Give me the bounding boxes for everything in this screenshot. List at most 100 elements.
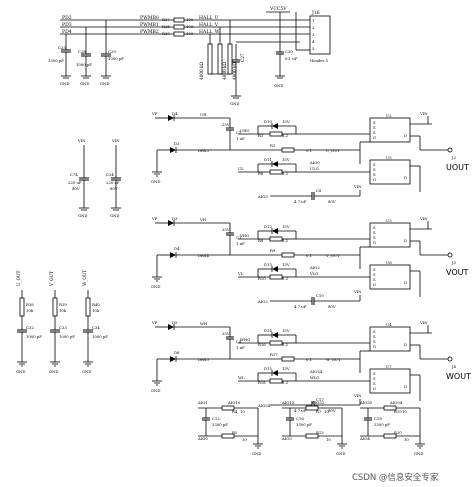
svg-text:8.2: 8.2 (282, 238, 289, 243)
bulk-cap-c24: C24 (106, 172, 114, 177)
svg-text:AIO13: AIO13 (281, 400, 295, 405)
svg-text:C33: C33 (59, 325, 67, 330)
svg-text:VL: VL (237, 271, 244, 276)
svg-text:J4: J4 (451, 364, 457, 369)
svg-text:10k: 10k (92, 308, 100, 313)
svg-text:80V: 80V (328, 408, 336, 413)
svg-text:R3: R3 (258, 133, 264, 138)
svg-text:VH: VH (199, 217, 207, 222)
svg-text:W_OUT: W_OUT (82, 270, 87, 286)
bulk-cap-c74: C74 (70, 172, 78, 177)
svg-text:UL: UL (238, 166, 244, 171)
svg-text:S: S (373, 125, 376, 130)
svg-text:R40: R40 (92, 302, 100, 307)
svg-text:R1: R1 (270, 143, 275, 148)
svg-text:WH: WH (200, 321, 208, 326)
gnd-symbol: GND (336, 443, 347, 456)
svg-text:WHG: WHG (240, 337, 250, 342)
svg-text:1000 pF: 1000 pF (26, 334, 42, 339)
svg-text:GND: GND (274, 83, 283, 88)
res-name-r27: R27 (162, 17, 170, 22)
resistor-mid (281, 356, 295, 362)
svg-text:GND: GND (336, 451, 345, 456)
svg-text:10: 10 (324, 409, 329, 414)
svg-text:S: S (373, 225, 376, 230)
svg-text:DRS3: DRS3 (198, 148, 210, 153)
svg-text:V_OUT: V_OUT (325, 253, 340, 258)
output-label: UOUT (446, 163, 469, 172)
zener-diode-top (271, 332, 278, 338)
svg-text:S: S (373, 277, 376, 282)
cap-name-c29: C29 (108, 49, 116, 54)
svg-text:GND: GND (151, 179, 160, 184)
pwm-label-0: PWMB0 (140, 15, 159, 21)
svg-text:S: S (373, 376, 376, 381)
svg-text:GND: GND (110, 213, 119, 218)
zener-diode-bot (271, 370, 278, 376)
svg-text:GND: GND (80, 81, 89, 86)
svg-text:J3: J3 (451, 260, 457, 265)
svg-text:D6: D6 (174, 350, 180, 355)
svg-text:G: G (373, 282, 376, 287)
gnd-symbol: GND (274, 75, 285, 88)
svg-text:R13: R13 (316, 430, 324, 435)
svg-text:AIO2: AIO2 (309, 265, 320, 270)
svg-text:AIO35: AIO35 (359, 400, 373, 405)
bootstrap-diode-bot (170, 356, 177, 362)
svg-text:G: G (373, 135, 376, 140)
svg-text:AIO32: AIO32 (311, 400, 325, 405)
connector-j16 (309, 15, 331, 55)
svg-text:0.1: 0.1 (306, 253, 312, 258)
svg-text:U6: U6 (386, 260, 392, 265)
output-label: WOUT (446, 372, 471, 381)
bootstrap-diode-bot (170, 252, 177, 258)
res-val-r27: 100 (186, 17, 194, 22)
svg-text:3300 pF: 3300 pF (374, 422, 390, 427)
svg-text:GND: GND (252, 451, 261, 456)
output-jack (447, 147, 453, 153)
svg-text:GND: GND (151, 284, 160, 289)
svg-text:4.7 uF: 4.7 uF (294, 408, 307, 413)
filter-resistor (221, 405, 235, 411)
svg-text:S: S (373, 120, 376, 125)
svg-text:U2: U2 (386, 113, 392, 118)
svg-text:1 uF: 1 uF (236, 136, 245, 141)
svg-text:VHG: VHG (239, 233, 249, 238)
svg-text:15V: 15V (282, 262, 290, 267)
svg-text:4.7 uF: 4.7 uF (294, 199, 307, 204)
svg-text:AIO4: AIO4 (359, 436, 370, 441)
svg-text:GND: GND (78, 213, 87, 218)
gnd-symbol: GND (82, 361, 93, 374)
svg-text:AIO1: AIO1 (197, 400, 208, 405)
svg-text:U4: U4 (386, 322, 392, 327)
svg-text:3300 pF: 3300 pF (296, 422, 312, 427)
gnd-symbol: GND (151, 171, 162, 184)
svg-text:D2: D2 (174, 141, 180, 146)
svg-text:R9: R9 (270, 248, 276, 253)
svg-text:C1: C1 (236, 130, 241, 135)
svg-text:10: 10 (242, 437, 247, 442)
svg-text:WLG: WLG (310, 375, 319, 380)
svg-text:GND: GND (82, 369, 91, 374)
divider-resistor (19, 297, 25, 317)
svg-text:VIN: VIN (77, 138, 86, 143)
svg-text:U_OUT: U_OUT (326, 148, 340, 153)
svg-text:C12: C12 (212, 416, 220, 421)
svg-text:D14: D14 (264, 328, 272, 333)
svg-text:D3: D3 (172, 216, 178, 221)
svg-text:2: 2 (312, 25, 315, 30)
gnd-symbol: GND (60, 75, 71, 86)
resistor-gate-top (269, 340, 283, 346)
resistor-r27 (173, 17, 185, 23)
svg-text:C32: C32 (26, 325, 34, 330)
